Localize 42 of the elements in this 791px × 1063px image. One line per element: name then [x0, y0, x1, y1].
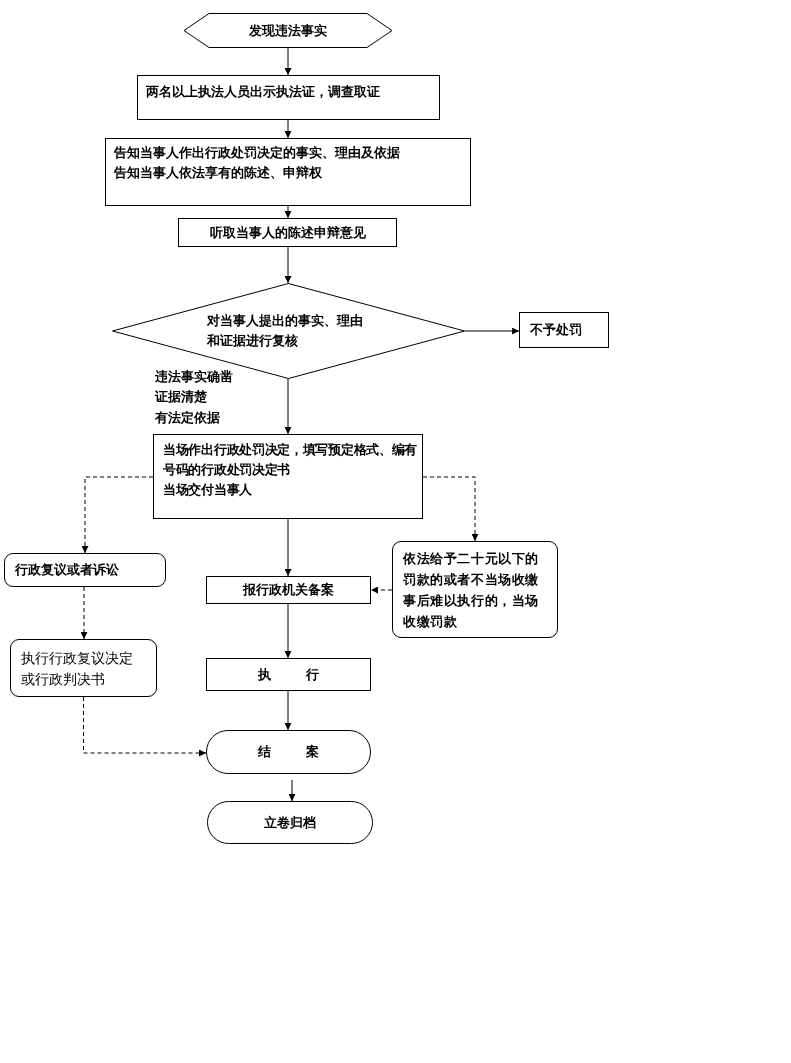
process-box [137, 75, 440, 120]
process-box [519, 312, 609, 348]
arrow [284, 47, 292, 76]
node-text: 执 行 [258, 665, 319, 684]
node-text: 当场作出行政处罚决定，填写预定格式、编有号码的行政处罚决定书 [163, 441, 418, 479]
process-box [178, 218, 397, 247]
arrow [284, 603, 292, 659]
node-text: 两名以上执法人员出示执法证，调查取证 [146, 83, 380, 101]
rounded-box [10, 639, 157, 697]
node-text: 立卷归档 [264, 813, 316, 832]
dashed-arrow [370, 586, 393, 594]
dashed-arrow [80, 586, 88, 640]
rounded-box [4, 553, 166, 587]
arrow [284, 690, 292, 731]
node-text: 当场交付当事人 [163, 481, 252, 499]
dashed-arrow [81, 476, 154, 554]
process-box [206, 658, 371, 691]
dashed-arrow [83, 696, 207, 757]
node-text: 行政复议或者诉讼 [15, 561, 119, 579]
arrow [464, 327, 520, 335]
node-text: 告知当事人依法享有的陈述、申辩权 [114, 164, 322, 182]
process-box [105, 138, 471, 206]
node-text: 报行政机关备案 [243, 581, 334, 599]
node-text: 结 案 [258, 743, 319, 761]
start-hexagon [184, 13, 392, 48]
arrow [288, 779, 296, 802]
dashed-arrow [422, 476, 479, 542]
arrow [284, 246, 292, 284]
node-text: 听取当事人的陈述申辩意见 [209, 223, 366, 242]
process-box [153, 434, 423, 519]
rounded-box [392, 541, 558, 638]
node-text: 不予处罚 [530, 321, 582, 339]
arrow [284, 205, 292, 219]
arrow [284, 378, 292, 435]
node-text: 依法给予二十元以下的罚款的或者不当场收缴事后难以执行的，当场收缴罚款 [403, 550, 540, 631]
arrow [284, 119, 292, 139]
node-text: 对当事人提出的事实、理由和证据进行复核 [207, 312, 364, 350]
process-box [206, 576, 371, 604]
node-text: 执行行政复议决定或行政判决书 [21, 649, 134, 689]
arrow [284, 518, 292, 577]
node-text: 发现违法事实 [249, 21, 327, 40]
node-text: 告知当事人作出行政处罚决定的事实、理由及依据 [114, 144, 400, 162]
